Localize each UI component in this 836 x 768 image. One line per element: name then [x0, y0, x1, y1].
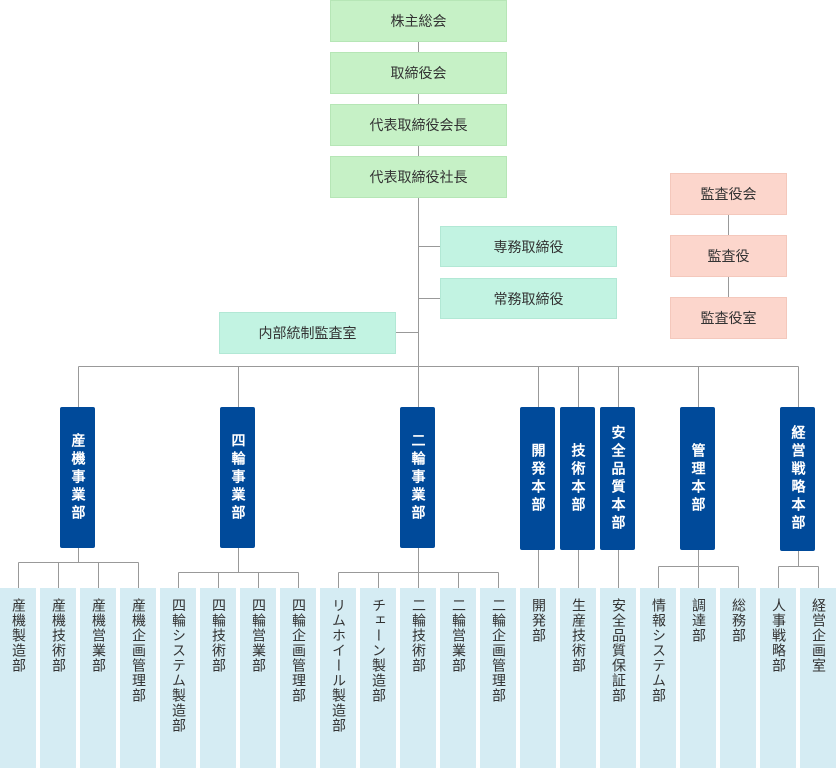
dept-four-wheel-system-manufacturing: 四輪システム製造部: [160, 588, 196, 768]
division-label: 管理本部: [689, 442, 706, 515]
dept-industrial-sales: 産機営業部: [80, 588, 116, 768]
dept-label: 情報システム部: [650, 598, 666, 703]
dept-label: 産機技術部: [50, 598, 66, 673]
division-label: 技術本部: [569, 442, 586, 515]
division-two-wheel: 二輪事業部: [400, 407, 435, 548]
division-label: 産機事業部: [69, 432, 86, 523]
dept-label: 調達部: [690, 598, 706, 643]
dept-label: 四輪システム製造部: [170, 598, 186, 733]
division-label: 四輪事業部: [229, 432, 246, 523]
node-managing-director: 常務取締役: [440, 278, 617, 319]
dept-industrial-planning: 産機企画管理部: [120, 588, 156, 768]
node-auditor: 監査役: [670, 235, 787, 277]
dept-label: 産機企画管理部: [130, 598, 146, 703]
dept-label: 四輪営業部: [250, 598, 266, 673]
dept-label: 総務部: [730, 598, 746, 643]
division-label: 二輪事業部: [409, 432, 426, 523]
division-label: 経営戦略本部: [789, 425, 806, 533]
dept-two-wheel-planning: 二輪企画管理部: [480, 588, 516, 768]
division-four-wheel: 四輪事業部: [220, 407, 255, 548]
dept-information-systems: 情報システム部: [640, 588, 676, 768]
dept-general-affairs: 総務部: [720, 588, 756, 768]
division-development: 開発本部: [520, 407, 555, 550]
dept-safety-quality-assurance: 安全品質保証部: [600, 588, 636, 768]
node-senior-managing-director: 専務取締役: [440, 226, 617, 267]
dept-development: 開発部: [520, 588, 556, 768]
node-president: 代表取締役社長: [330, 156, 507, 198]
division-industrial-machinery: 産機事業部: [60, 407, 95, 548]
dept-procurement: 調達部: [680, 588, 716, 768]
dept-production-engineering: 生産技術部: [560, 588, 596, 768]
node-audit-board: 監査役会: [670, 173, 787, 215]
dept-label: 二輪技術部: [410, 598, 426, 673]
dept-corporate-planning: 経営企画室: [800, 588, 836, 768]
node-board-of-directors: 取締役会: [330, 52, 507, 94]
node-internal-audit-office: 内部統制監査室: [219, 312, 396, 354]
dept-four-wheel-planning: 四輪企画管理部: [280, 588, 316, 768]
dept-hr-strategy: 人事戦略部: [760, 588, 796, 768]
division-label: 安全品質本部: [609, 424, 626, 533]
dept-label: 二輪営業部: [450, 598, 466, 673]
division-engineering: 技術本部: [560, 407, 595, 550]
dept-label: 経営企画室: [810, 598, 826, 673]
dept-label: 人事戦略部: [770, 598, 786, 673]
dept-four-wheel-engineering: 四輪技術部: [200, 588, 236, 768]
dept-label: 産機製造部: [10, 598, 26, 673]
dept-label: 生産技術部: [570, 598, 586, 673]
dept-label: 四輪企画管理部: [290, 598, 306, 703]
dept-two-wheel-sales: 二輪営業部: [440, 588, 476, 768]
dept-label: 二輪企画管理部: [490, 598, 506, 703]
dept-label: 安全品質保証部: [610, 598, 626, 703]
node-shareholders-meeting: 株主総会: [330, 0, 507, 42]
dept-industrial-engineering: 産機技術部: [40, 588, 76, 768]
dept-rim-wheel-manufacturing: リムホイール製造部: [320, 588, 356, 768]
division-administration: 管理本部: [680, 407, 715, 550]
dept-label: 四輪技術部: [210, 598, 226, 673]
dept-chain-manufacturing: チェーン製造部: [360, 588, 396, 768]
division-corporate-strategy: 経営戦略本部: [780, 407, 815, 551]
division-safety-quality: 安全品質本部: [600, 407, 635, 550]
dept-industrial-manufacturing: 産機製造部: [0, 588, 36, 768]
dept-two-wheel-engineering: 二輪技術部: [400, 588, 436, 768]
dept-label: リムホイール製造部: [330, 598, 346, 733]
dept-four-wheel-sales: 四輪営業部: [240, 588, 276, 768]
node-chairman: 代表取締役会長: [330, 104, 507, 146]
division-label: 開発本部: [529, 442, 546, 515]
node-audit-office: 監査役室: [670, 297, 787, 339]
dept-label: チェーン製造部: [370, 598, 386, 703]
dept-label: 産機営業部: [90, 598, 106, 673]
dept-label: 開発部: [530, 598, 546, 643]
